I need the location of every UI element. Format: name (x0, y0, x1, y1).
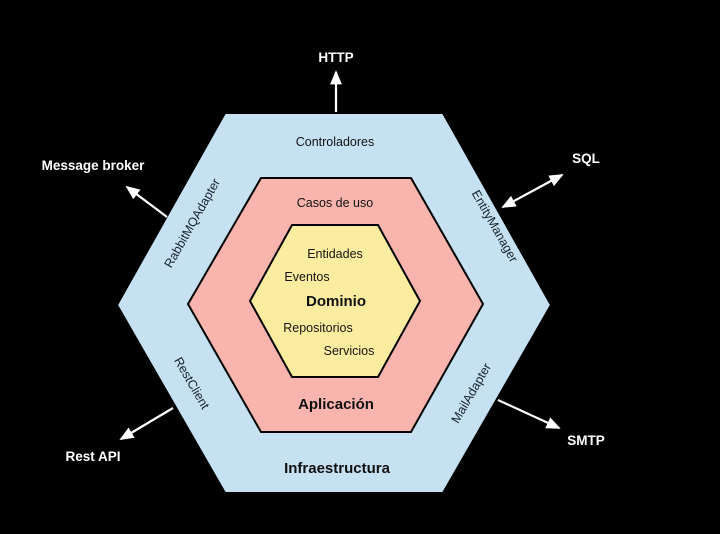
infrastructure-label: Infraestructura (284, 460, 391, 477)
services-label: Servicios (324, 344, 375, 358)
domain-hexagon (248, 224, 422, 378)
http-label: HTTP (318, 50, 353, 65)
events-label: Eventos (284, 270, 329, 284)
controllers-label: Controladores (296, 135, 375, 149)
use-cases-label: Casos de uso (297, 196, 373, 210)
rest-api-label: Rest API (65, 449, 120, 464)
entities-label: Entidades (307, 247, 363, 261)
message-broker-arrow (125, 185, 168, 218)
rest-api-arrow (119, 407, 174, 440)
domain-label: Dominio (306, 293, 366, 310)
sql-arrow (501, 174, 564, 208)
smtp-arrow (497, 399, 561, 429)
smtp-label: SMTP (567, 433, 605, 448)
message-broker-label: Message broker (42, 158, 146, 173)
sql-label: SQL (572, 151, 600, 166)
repositories-label: Repositorios (283, 321, 352, 335)
application-label: Aplicación (298, 396, 374, 413)
